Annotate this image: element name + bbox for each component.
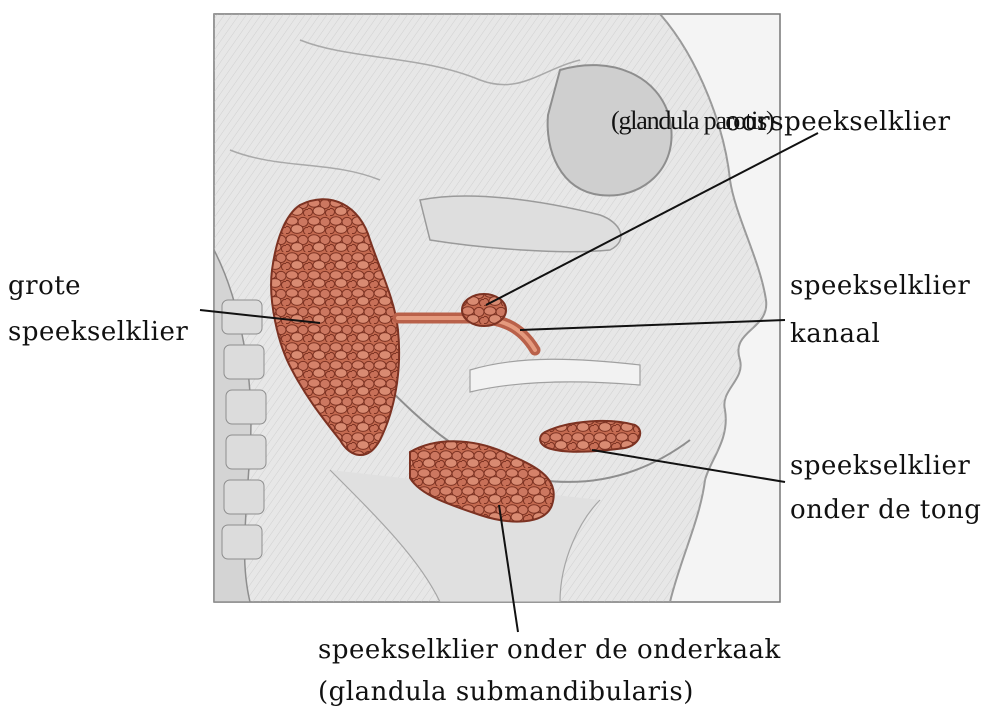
label-onderkaak-line2: (glandula submandibularis) — [318, 674, 694, 710]
label-grote-line1: grote — [8, 268, 81, 304]
label-oorspeekselklier: oorspeekselklier — [725, 104, 951, 140]
label-tong-line1: speekselklier — [790, 448, 970, 484]
label-onderkaak-line1: speekselklier onder de onderkaak — [318, 632, 781, 668]
label-kanaal-line1: speekselklier — [790, 268, 970, 304]
label-grote-line2: speekselklier — [8, 314, 188, 350]
label-kanaal-line2: kanaal — [790, 316, 880, 352]
label-tong-line2: onder de tong — [790, 492, 981, 528]
